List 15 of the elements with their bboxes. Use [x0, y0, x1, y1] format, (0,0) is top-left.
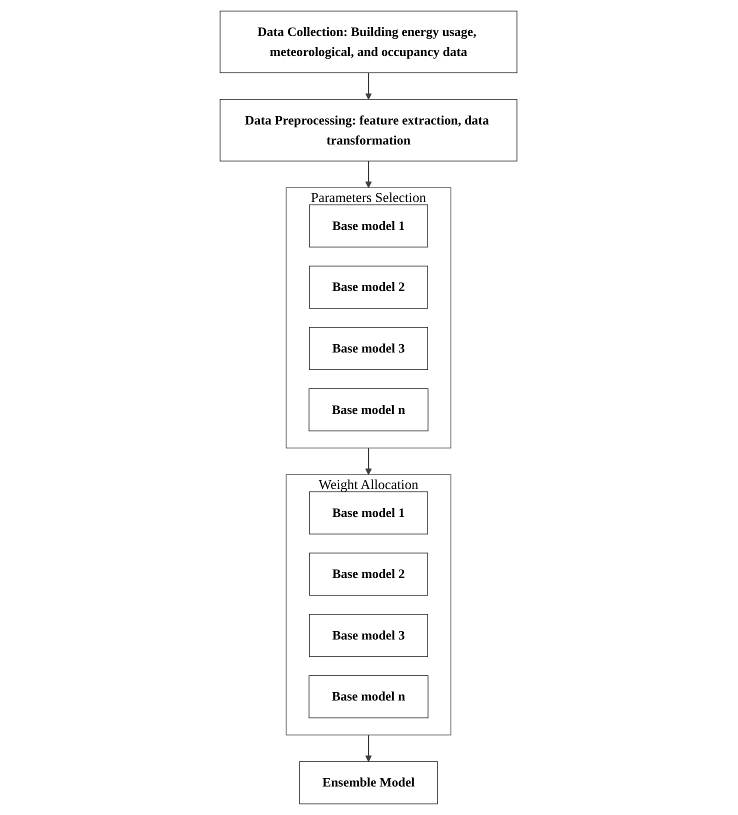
node-box: Base model n — [309, 388, 429, 432]
node-box: Ensemble Model — [300, 761, 438, 804]
node-box: Base model 3 — [309, 327, 429, 370]
arrow — [366, 72, 372, 100]
node-box: Base model 3 — [309, 614, 429, 657]
node-box: Base model 1 — [309, 204, 429, 248]
arrow — [366, 448, 372, 475]
node-box: Base model 1 — [309, 491, 429, 534]
arrow — [366, 735, 372, 762]
node-box: Base model n — [309, 675, 429, 718]
node-box: Base model 2 — [309, 266, 429, 309]
node-box: Data Collection: Building energy usage, meteorological, and occupancy data — [220, 10, 518, 74]
node-box: Data Preprocessing: feature extraction, data transformation — [220, 99, 518, 162]
node-box: Base model 2 — [309, 552, 429, 596]
arrow — [366, 161, 372, 188]
